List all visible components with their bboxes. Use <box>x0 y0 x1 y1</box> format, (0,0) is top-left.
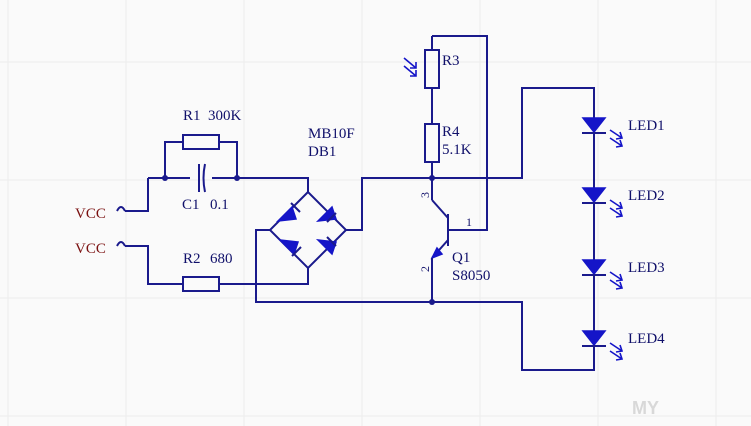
r3-ref: R3 <box>442 53 460 69</box>
q1-emitter-arrow <box>430 246 444 260</box>
bridge-diode-1 <box>275 205 298 222</box>
led4 <box>581 330 624 361</box>
led4-diode <box>581 330 607 347</box>
vcc-connector-2 <box>116 241 183 285</box>
r2-value: 680 <box>210 251 233 267</box>
vcc-connector-1 <box>116 178 149 212</box>
q1-pin-3: 3 <box>418 192 432 198</box>
db1-part: MB10F <box>308 126 355 142</box>
led1-diode <box>581 117 607 134</box>
led3-label: LED3 <box>628 260 665 276</box>
r3-feedback-wire <box>432 35 488 231</box>
bridge-positive-wire <box>346 177 432 231</box>
r2-resistor <box>182 276 220 292</box>
bridge-diode-2 <box>315 205 338 222</box>
r4-ref: R4 <box>442 124 460 140</box>
c1-value: 0.1 <box>210 197 229 213</box>
r1-ref: R1 <box>183 108 201 124</box>
bridge-diode-3 <box>277 239 300 256</box>
r4-resistor <box>424 123 440 163</box>
r1-value: 300K <box>208 108 242 124</box>
vcc-label-2: VCC <box>75 241 106 257</box>
led-string-wire <box>432 87 595 371</box>
r1-resistor <box>182 134 220 150</box>
c1-plate-b <box>202 163 206 193</box>
q1-pin-2: 2 <box>418 266 432 272</box>
bridge-diodes <box>275 202 338 257</box>
light-arrows-icon <box>403 57 417 77</box>
bridge-diode-4 <box>315 239 338 256</box>
led1 <box>581 117 624 148</box>
r4-value: 5.1K <box>442 142 472 158</box>
led3 <box>581 259 624 290</box>
bridge-negative-wire <box>255 229 432 303</box>
top-input-wire <box>148 177 309 192</box>
bridge-outline <box>268 190 348 270</box>
q1-pin-1: 1 <box>466 215 472 229</box>
led2 <box>581 187 624 218</box>
junction-dot <box>234 175 240 181</box>
q1-ref: Q1 <box>452 250 470 266</box>
q1-transistor <box>430 178 460 302</box>
led2-diode <box>581 187 607 204</box>
c1-ref: C1 <box>182 197 200 213</box>
led3-diode <box>581 259 607 276</box>
watermark: MY <box>632 398 659 418</box>
db1-ref: DB1 <box>308 144 336 160</box>
r2-output-wire <box>219 268 309 285</box>
led1-label: LED1 <box>628 118 665 134</box>
r1-parallel-wire <box>164 141 238 178</box>
r2-ref: R2 <box>183 251 201 267</box>
junction-dot <box>162 175 168 181</box>
led2-label: LED2 <box>628 188 665 204</box>
vcc-label-1: VCC <box>75 206 106 222</box>
q1-part: S8050 <box>452 268 490 284</box>
r3-resistor <box>424 49 440 89</box>
led4-label: LED4 <box>628 331 665 347</box>
